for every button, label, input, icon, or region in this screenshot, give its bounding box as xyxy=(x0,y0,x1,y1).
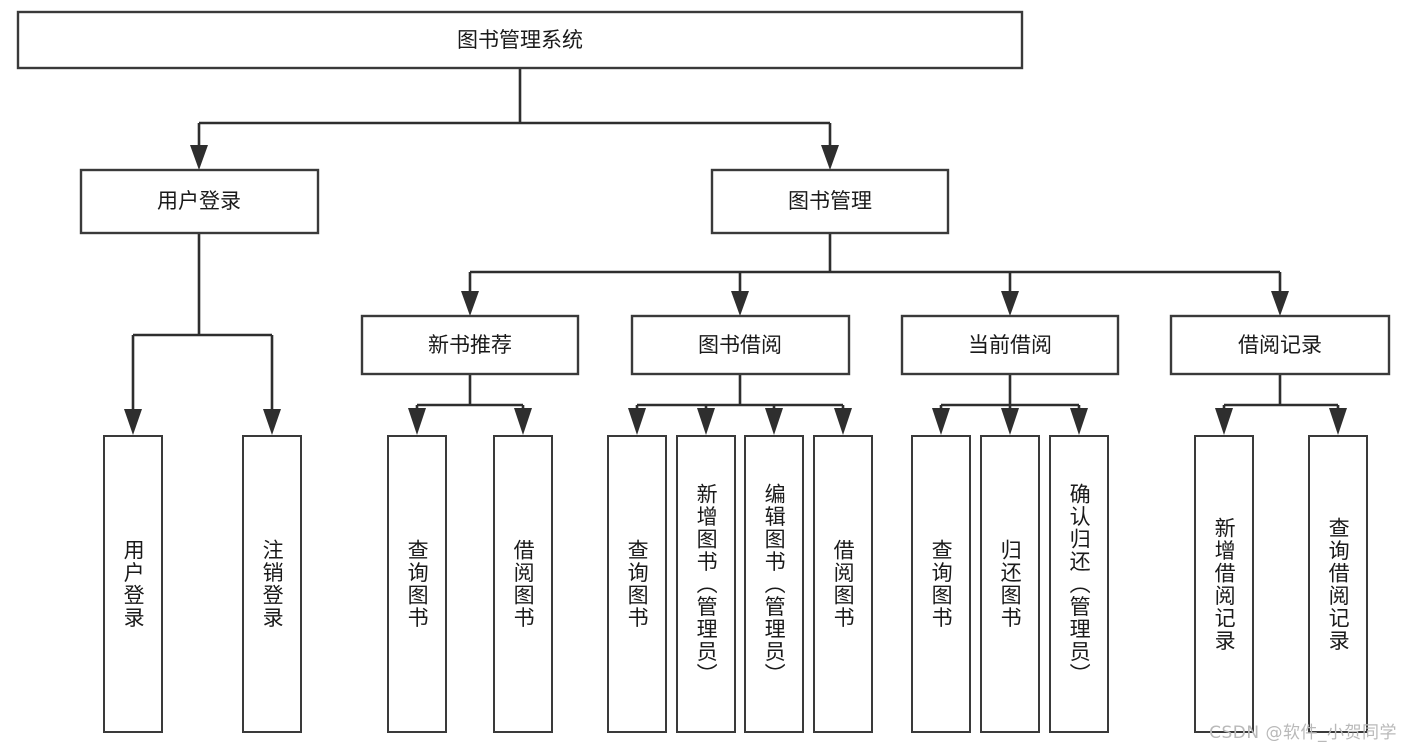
connector-user-login-to-leaves xyxy=(124,233,281,435)
arrow-head-icon xyxy=(1271,291,1289,316)
node-label: 借阅记录 xyxy=(1238,333,1322,357)
arrow-head-icon xyxy=(697,408,715,435)
connector-borrow-record-to-leaves xyxy=(1215,374,1347,435)
arrow-head-icon xyxy=(834,408,852,435)
node-box-shape xyxy=(630,314,851,376)
connector-current-borrow-to-leaves xyxy=(932,374,1088,435)
leaf-node-edit-book-admin[interactable]: 编辑图书（管理员） xyxy=(744,435,804,733)
node-box-shape xyxy=(16,10,1024,70)
arrow-head-icon xyxy=(1329,408,1347,435)
leaf-label: 确认归还（管理员） xyxy=(1067,482,1092,686)
leaf-label: 借阅图书 xyxy=(511,539,536,629)
leaf-label: 查询借阅记录 xyxy=(1326,516,1351,652)
connector-root-to-level2 xyxy=(190,68,839,170)
node-new-book-recommend[interactable]: 新书推荐 xyxy=(360,314,580,376)
node-user-login[interactable]: 用户登录 xyxy=(79,168,320,235)
arrow-head-icon xyxy=(731,291,749,316)
node-box-shape xyxy=(900,314,1120,376)
arrow-head-icon xyxy=(1215,408,1233,435)
arrow-head-icon xyxy=(408,408,426,435)
leaf-node-query-book-current[interactable]: 查询图书 xyxy=(911,435,971,733)
arrow-head-icon xyxy=(263,409,281,435)
leaf-label: 编辑图书（管理员） xyxy=(762,482,787,686)
node-box-shape xyxy=(360,314,580,376)
node-root-system[interactable]: 图书管理系统 xyxy=(16,10,1024,70)
leaf-label: 查询图书 xyxy=(405,539,430,629)
arrow-head-icon xyxy=(190,145,208,170)
arrow-head-icon xyxy=(628,408,646,435)
leaf-node-query-borrow-record[interactable]: 查询借阅记录 xyxy=(1308,435,1368,733)
leaf-node-confirm-return-admin[interactable]: 确认归还（管理员） xyxy=(1049,435,1109,733)
arrow-head-icon xyxy=(1001,408,1019,435)
connector-book-borrow-to-leaves xyxy=(628,374,852,435)
leaf-label: 新增借阅记录 xyxy=(1212,516,1237,652)
node-label: 当前借阅 xyxy=(968,333,1052,357)
node-book-borrow[interactable]: 图书借阅 xyxy=(630,314,851,376)
leaf-node-borrow-book[interactable]: 借阅图书 xyxy=(813,435,873,733)
arrow-head-icon xyxy=(932,408,950,435)
leaf-label: 注销登录 xyxy=(260,539,285,629)
node-label: 图书借阅 xyxy=(698,333,782,357)
connector-new-book-to-leaves xyxy=(408,374,532,435)
node-box-shape xyxy=(1169,314,1391,376)
node-borrow-record[interactable]: 借阅记录 xyxy=(1169,314,1391,376)
node-book-management[interactable]: 图书管理 xyxy=(710,168,950,235)
leaf-label: 归还图书 xyxy=(998,539,1023,629)
connector-book-manage-to-level3 xyxy=(461,233,1289,316)
node-label: 用户登录 xyxy=(157,189,241,213)
arrow-head-icon xyxy=(1070,408,1088,435)
leaf-node-add-borrow-record[interactable]: 新增借阅记录 xyxy=(1194,435,1254,733)
leaf-label: 用户登录 xyxy=(121,539,146,629)
node-label: 图书管理系统 xyxy=(457,28,583,52)
arrow-head-icon xyxy=(461,291,479,316)
arrow-head-icon xyxy=(514,408,532,435)
arrow-head-icon xyxy=(1001,291,1019,316)
arrow-head-icon xyxy=(821,145,839,170)
node-label: 图书管理 xyxy=(788,189,872,213)
leaf-node-return-book[interactable]: 归还图书 xyxy=(980,435,1040,733)
leaf-node-borrow-book-recommend[interactable]: 借阅图书 xyxy=(493,435,553,733)
leaf-node-query-book-borrow[interactable]: 查询图书 xyxy=(607,435,667,733)
node-box-shape xyxy=(79,168,320,235)
leaf-label: 查询图书 xyxy=(625,539,650,629)
node-current-borrow[interactable]: 当前借阅 xyxy=(900,314,1120,376)
node-label: 新书推荐 xyxy=(428,333,512,357)
leaf-label: 借阅图书 xyxy=(831,539,856,629)
leaf-node-query-book-recommend[interactable]: 查询图书 xyxy=(387,435,447,733)
node-box-shape xyxy=(710,168,950,235)
leaf-node-add-book-admin[interactable]: 新增图书（管理员） xyxy=(676,435,736,733)
arrow-head-icon xyxy=(765,408,783,435)
leaf-label: 查询图书 xyxy=(929,539,954,629)
leaf-node-user-login[interactable]: 用户登录 xyxy=(103,435,163,733)
arrow-head-icon xyxy=(124,409,142,435)
leaf-label: 新增图书（管理员） xyxy=(694,482,719,686)
leaf-node-logout[interactable]: 注销登录 xyxy=(242,435,302,733)
